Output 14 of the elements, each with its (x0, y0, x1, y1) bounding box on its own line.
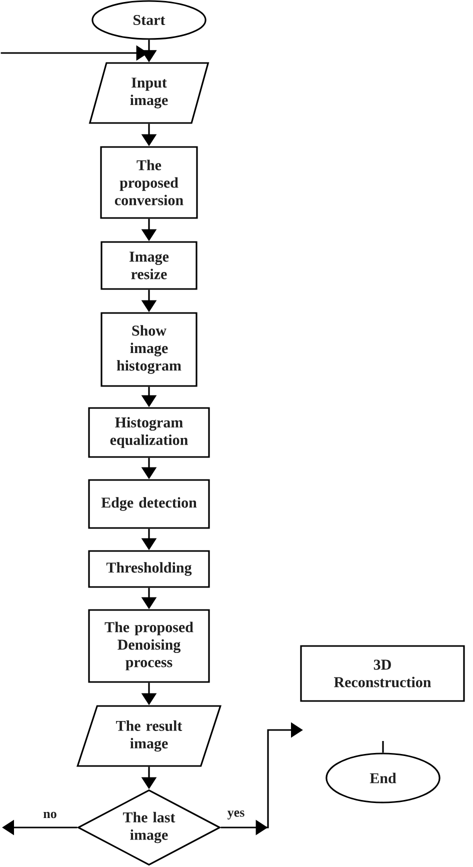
process-box: Image resize (100, 241, 198, 290)
process-box: The proposed conversion (100, 146, 198, 219)
terminal-oval: End (326, 752, 440, 804)
process-box: Histogram equalization (88, 407, 210, 458)
line (382, 741, 384, 753)
process-box: Show image histogram (100, 312, 198, 387)
data-parallelogram: The result image (76, 705, 222, 767)
edge-label: no (42, 810, 58, 820)
process-box: 3D Reconstruction (300, 645, 465, 702)
process-box: Thresholding (88, 550, 210, 588)
process-box: Edge detection (88, 479, 210, 529)
edge-label: yes (226, 810, 246, 820)
process-box: The proposed Denoising process (88, 609, 210, 683)
terminal-oval: Start (92, 0, 206, 40)
